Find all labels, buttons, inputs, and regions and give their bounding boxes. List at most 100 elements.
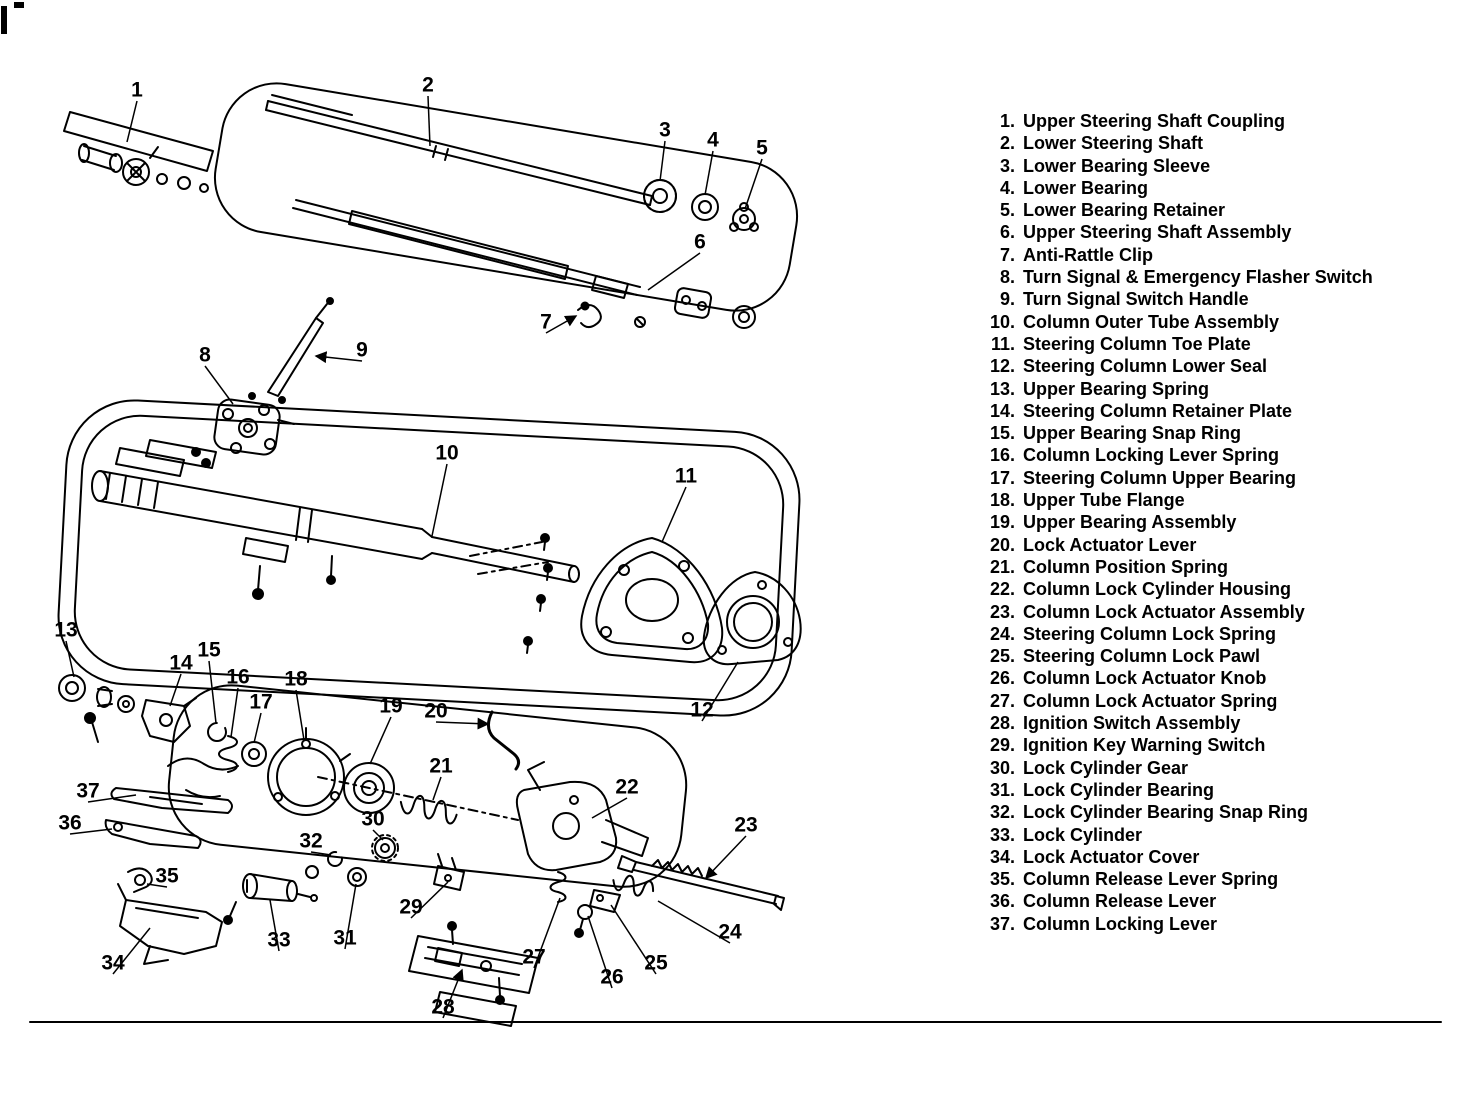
legend-item-number: 11.: [990, 333, 1015, 354]
part-lock-cylinder-bearing-snap-ring: [327, 851, 343, 867]
legend-item: 35. Column Release Lever Spring: [981, 868, 1373, 890]
callout-number-9: 9: [356, 339, 368, 362]
leader-line-13: [65, 640, 75, 678]
legend-list: 1. Upper Steering Shaft Coupling 2. Lowe…: [981, 110, 1373, 935]
callout-number-21: 21: [429, 755, 453, 778]
legend-item-label: Steering Column Lock Pawl: [1023, 646, 1261, 667]
leader-line-28: [442, 968, 464, 1019]
callout-number-16: 16: [226, 666, 249, 689]
callout-number-1: 1: [131, 79, 143, 102]
callout-number-4: 4: [707, 129, 719, 152]
leader-line-30: [372, 829, 384, 841]
leader-line-7: [545, 315, 578, 334]
legend-item-number: 16.: [989, 445, 1015, 466]
leader-line-10: [431, 463, 448, 537]
leader-line-33: [269, 899, 280, 952]
part-anti-rattle-clip: [577, 304, 602, 329]
legend-item: 2. Lower Steering Shaft: [981, 132, 1373, 154]
legend-item-number: 4.: [999, 177, 1015, 198]
leader-line-23: [704, 835, 747, 880]
legend-item: 1. Upper Steering Shaft Coupling: [981, 110, 1373, 132]
leader-line-22: [591, 797, 628, 819]
legend-item-number: 27.: [989, 690, 1015, 711]
legend-item-number: 5.: [999, 200, 1015, 221]
leader-line-4: [704, 150, 714, 196]
legend-item-label: Steering Column Toe Plate: [1023, 333, 1251, 354]
leader-line-31: [344, 883, 357, 950]
scan-artifact: [1, 2, 24, 34]
legend-item-label: Column Release Lever Spring: [1023, 869, 1279, 890]
leader-line-29: [410, 881, 449, 919]
part-steering-column-retainer-plate: [141, 697, 197, 743]
part-upper-bearing-spring: [58, 674, 135, 743]
legend-item-number: 10.: [989, 311, 1015, 332]
legend-item-label: Column Locking Lever Spring: [1023, 445, 1280, 466]
legend-item-label: Column Position Spring: [1023, 556, 1228, 577]
part-column-locking-lever: [110, 757, 239, 814]
legend-item-label: Steering Column Lower Seal: [1023, 356, 1268, 377]
callout-number-35: 35: [155, 865, 179, 888]
legend-item: 13. Upper Bearing Spring: [981, 378, 1373, 400]
legend-item-label: Lock Cylinder Bearing Snap Ring: [1023, 802, 1309, 823]
callout-number-26: 26: [600, 966, 623, 989]
legend-item-label: Upper Steering Shaft Assembly: [1023, 222, 1292, 243]
part-column-lock-cylinder-housing: [515, 761, 649, 872]
leader-line-24: [657, 900, 731, 944]
callout-number-24: 24: [718, 921, 742, 944]
callout-number-29: 29: [399, 896, 422, 919]
legend-item-label: Ignition Switch Assembly: [1023, 713, 1241, 734]
legend-item: 10. Column Outer Tube Assembly: [981, 311, 1373, 333]
legend-item-number: 36.: [989, 891, 1015, 912]
leader-line-27: [533, 897, 561, 969]
callout-number-6: 6: [694, 231, 706, 254]
part-lock-cylinder-gear: [371, 834, 399, 862]
legend-item: 17. Steering Column Upper Bearing: [981, 467, 1373, 489]
legend-item-label: Upper Bearing Snap Ring: [1023, 423, 1242, 444]
legend-item-label: Lock Cylinder: [1023, 824, 1143, 845]
legend-item: 30. Lock Cylinder Gear: [981, 757, 1373, 779]
legend-item: 4. Lower Bearing: [981, 177, 1373, 199]
legend-item-label: Column Lock Actuator Spring: [1023, 690, 1278, 711]
legend-item: 3. Lower Bearing Sleeve: [981, 155, 1373, 177]
callout-number-3: 3: [659, 119, 671, 142]
callout-number-25: 25: [644, 952, 668, 975]
legend-item: 24. Steering Column Lock Spring: [981, 623, 1373, 645]
leader-line-5: [744, 158, 763, 210]
parts-legend: 1. Upper Steering Shaft Coupling 2. Lowe…: [981, 110, 1373, 935]
legend-item: 6. Upper Steering Shaft Assembly: [981, 221, 1373, 243]
legend-item: 12. Steering Column Lower Seal: [981, 355, 1373, 377]
legend-item-label: Column Lock Actuator Knob: [1023, 668, 1267, 689]
middle-panel-outline: [57, 399, 801, 717]
part-column-release-lever: [104, 819, 202, 849]
legend-item-number: 13.: [989, 378, 1015, 399]
part-lower-bearing-retainer: [729, 202, 759, 232]
callout-number-34: 34: [101, 952, 125, 975]
leader-line-9: [314, 351, 363, 364]
legend-item-number: 31.: [989, 779, 1015, 800]
legend-item: 36. Column Release Lever: [981, 890, 1373, 912]
leader-lines: [65, 95, 763, 1019]
legend-item-label: Anti-Rattle Clip: [1023, 244, 1153, 265]
callout-number-31: 31: [333, 927, 357, 950]
assembly-axis-line: [317, 776, 519, 821]
part-lock-cylinder-bearing: [347, 867, 367, 887]
legend-item-number: 6.: [999, 222, 1015, 243]
callout-number-17: 17: [249, 691, 272, 714]
callout-number-32: 32: [299, 830, 322, 853]
leader-line-6: [647, 252, 701, 291]
legend-item-number: 35.: [989, 869, 1015, 890]
legend-item-number: 3.: [999, 155, 1015, 176]
legend-item-label: Upper Bearing Assembly: [1023, 512, 1237, 533]
callout-number-12: 12: [690, 699, 713, 722]
legend-item-label: Steering Column Upper Bearing: [1023, 467, 1297, 488]
legend-item: 19. Upper Bearing Assembly: [981, 511, 1373, 533]
callout-number-37: 37: [76, 780, 99, 803]
legend-item: 18. Upper Tube Flange: [981, 489, 1373, 511]
part-lock-actuator-lever: [487, 710, 521, 771]
leader-line-15: [208, 660, 217, 724]
legend-item-number: 15.: [989, 423, 1015, 444]
legend-item-number: 12.: [989, 356, 1015, 377]
legend-item-label: Upper Steering Shaft Coupling: [1023, 111, 1286, 131]
legend-item-label: Turn Signal & Emergency Flasher Switch: [1023, 267, 1373, 288]
legend-item-number: 26.: [989, 668, 1015, 689]
